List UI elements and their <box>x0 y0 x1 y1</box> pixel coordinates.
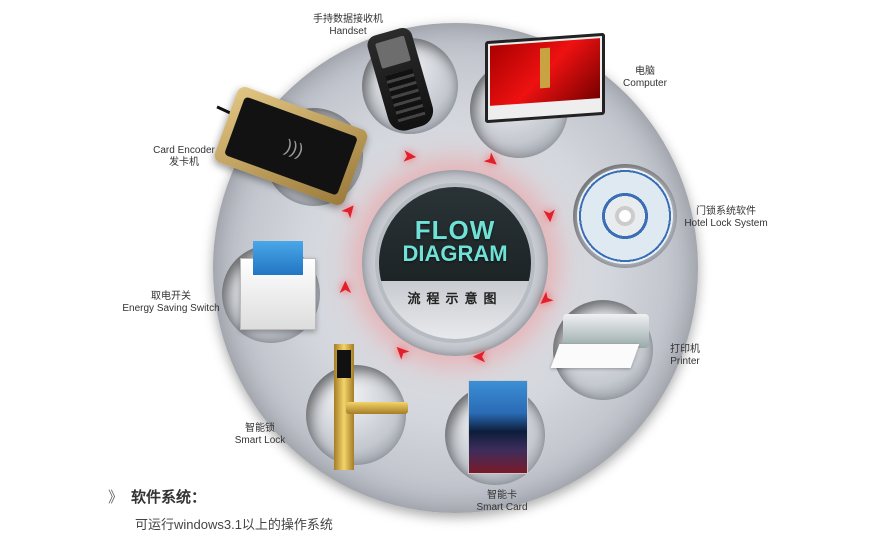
smart-card-icon <box>468 380 528 474</box>
label-card-encoder: Card Encoder 发卡机 <box>146 145 222 169</box>
label-cn: 发卡机 <box>169 157 199 168</box>
flow-title-line2: DIAGRAM <box>402 241 508 266</box>
label-handset: 手持数据接收机 Handset <box>308 14 388 38</box>
label-en: Smart Card <box>476 502 528 513</box>
label-smart-card: 智能卡 Smart Card <box>470 490 534 514</box>
label-cn: 电脑 <box>635 66 655 77</box>
label-smart-lock: 智能锁 Smart Lock <box>228 423 292 447</box>
label-computer: 电脑 Computer <box>615 66 675 90</box>
label-en: Hotel Lock System <box>684 218 768 229</box>
label-cn: 门锁系统软件 <box>696 206 756 217</box>
energy-switch-icon <box>240 241 316 330</box>
label-cn: 打印机 <box>670 344 700 355</box>
label-en: Computer <box>623 78 667 89</box>
computer-monitor-icon <box>485 32 605 124</box>
pocket-smart-lock <box>306 365 406 465</box>
printer-icon <box>550 308 651 370</box>
flow-arrow-icon: ➤ <box>539 207 561 224</box>
label-en: Card Encoder <box>153 145 215 156</box>
flow-diagram-badge: FLOW DIAGRAM 流程示意图 <box>375 183 535 343</box>
section-heading: 》软件系统： <box>108 486 206 507</box>
label-en: Energy Saving Switch <box>122 303 220 314</box>
smart-lock-icon <box>334 344 408 470</box>
section-title: 软件系统： <box>131 489 207 506</box>
flow-arrow-icon: ➤ <box>335 279 356 296</box>
flow-arrow-icon: ➤ <box>472 347 488 367</box>
flow-subtitle-cn: 流程示意图 <box>407 291 503 306</box>
label-energy-saving-switch: 取电开关 Energy Saving Switch <box>116 291 226 315</box>
label-cn: 取电开关 <box>151 291 191 302</box>
label-en: Smart Lock <box>234 435 286 446</box>
double-chevron-icon: 》 <box>108 489 124 506</box>
label-hotel-lock-system: 门锁系统软件 Hotel Lock System <box>676 206 776 230</box>
label-cn: 手持数据接收机 <box>313 14 383 25</box>
cd-disc-icon <box>577 168 673 264</box>
label-printer: 打印机 Printer <box>660 344 710 368</box>
flow-arrow-icon: ➤ <box>401 145 418 167</box>
section-description: 可运行windows3.1以上的操作系统 <box>135 517 333 532</box>
label-cn: 智能锁 <box>245 423 275 434</box>
label-en: Printer <box>670 356 700 367</box>
flow-title-line1: FLOW <box>414 215 496 245</box>
label-cn: 智能卡 <box>487 490 517 501</box>
label-en: Handset <box>329 26 367 37</box>
